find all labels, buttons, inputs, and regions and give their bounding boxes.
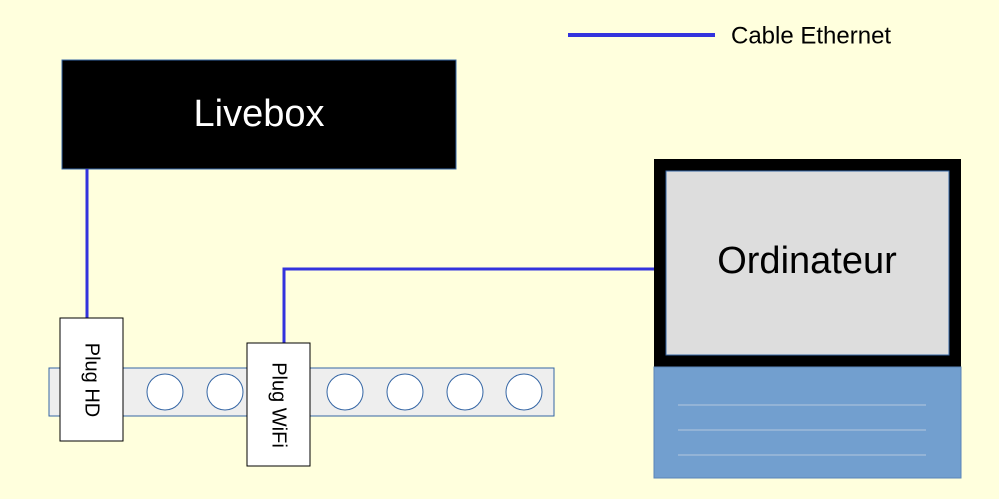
plug-wifi-box	[246, 342, 311, 467]
legend-label: Cable Ethernet	[731, 22, 891, 49]
ethernet-cables	[85, 169, 654, 343]
livebox-box	[61, 59, 457, 170]
plug-hd: Plug HD	[59, 317, 124, 442]
cable-plug-wifi-ordinateur	[282, 267, 654, 343]
power-strip-socket	[446, 373, 484, 411]
power-strip-socket	[146, 373, 184, 411]
power-strip-socket	[386, 373, 424, 411]
livebox: Livebox	[61, 59, 457, 170]
livebox-label: Livebox	[194, 93, 325, 135]
power-strip-socket	[505, 373, 543, 411]
power-strip-socket	[326, 373, 364, 411]
plug-wifi: Plug WiFi	[246, 342, 311, 467]
laptop-keyboard	[653, 366, 962, 479]
legend: Cable Ethernet	[568, 22, 891, 49]
plug-hd-label: Plug HD	[81, 343, 103, 417]
laptop-screen	[665, 170, 950, 356]
ordinateur-label: Ordinateur	[717, 240, 897, 282]
power-strip-socket	[206, 373, 244, 411]
ordinateur: Ordinateur	[653, 159, 962, 479]
plug-hd-box	[59, 317, 124, 442]
plug-wifi-label: Plug WiFi	[268, 362, 290, 448]
